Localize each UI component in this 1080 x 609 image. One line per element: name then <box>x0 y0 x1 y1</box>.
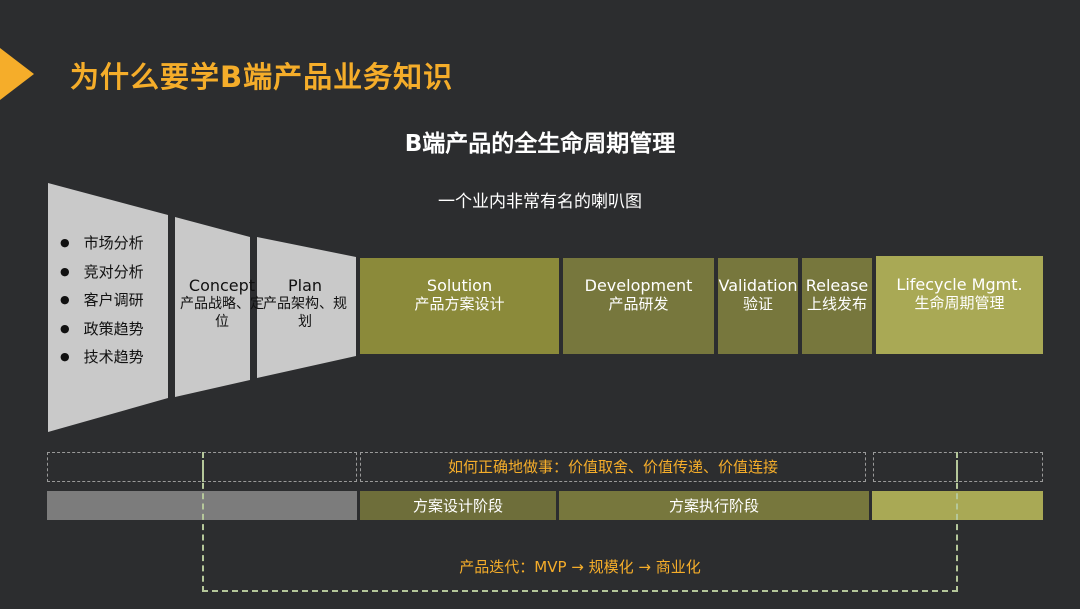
iteration-loop-left-top <box>202 452 204 482</box>
stage-en: Lifecycle Mgmt. <box>896 275 1023 294</box>
diagram-subtitle: 一个业内非常有名的喇叭图 <box>438 192 642 212</box>
stage-cn: 产品研发 <box>608 295 669 313</box>
research-list: 市场分析 竞对分析 客户调研 政策趋势 技术趋势 <box>60 232 144 375</box>
phase-bar-execution: 方案执行阶段 <box>559 491 869 520</box>
plan-cn: 产品架构、规划 <box>263 296 347 330</box>
stage-en: Solution <box>426 276 493 295</box>
list-item: 客户调研 <box>60 289 144 318</box>
concept-en: Concept <box>188 276 256 295</box>
stage-en: Validation <box>718 276 798 295</box>
stage-lifecycle: Lifecycle Mgmt. 生命周期管理 <box>876 256 1043 354</box>
stage-cn: 上线发布 <box>806 295 867 313</box>
diagram-title: B端产品的全生命周期管理 <box>404 131 676 157</box>
stage-cn: 验证 <box>742 295 773 313</box>
funnel-plan-shape <box>257 237 356 378</box>
concept-cn: 产品战略、定位 <box>180 296 264 330</box>
list-item: 市场分析 <box>60 232 144 261</box>
phase-bar-design: 方案设计阶段 <box>360 491 556 520</box>
funnel-concept-shape <box>175 217 250 397</box>
list-item: 竞对分析 <box>60 261 144 290</box>
list-item: 技术趋势 <box>60 346 144 375</box>
stage-solution: Solution 产品方案设计 <box>360 258 559 354</box>
page-title: 为什么要学B端产品业务知识 <box>70 60 454 94</box>
iteration-text: 产品迭代：MVP → 规模化 → 商业化 <box>459 558 701 576</box>
plan-label: Plan 产品架构、规划 <box>262 277 348 331</box>
stage-en: Release <box>805 276 869 295</box>
phase-design-label: 方案设计阶段 <box>412 497 503 515</box>
how-to-do-text: 如何正确地做事：价值取舍、价值传递、价值连接 <box>447 458 778 476</box>
dashed-box-right <box>873 452 1043 482</box>
phase-execution-label: 方案执行阶段 <box>668 497 759 515</box>
plan-en: Plan <box>287 276 323 295</box>
stage-en: Development <box>584 276 693 295</box>
stage-development: Development 产品研发 <box>563 258 714 354</box>
title-arrow-icon <box>0 48 34 100</box>
iteration-loop <box>202 452 958 592</box>
stage-cn: 产品方案设计 <box>414 295 505 313</box>
stage-validation: Validation 验证 <box>718 258 798 354</box>
stage-cn: 生命周期管理 <box>914 294 1005 312</box>
stage-release: Release 上线发布 <box>802 258 872 354</box>
concept-label: Concept 产品战略、定位 <box>176 277 268 331</box>
list-item: 政策趋势 <box>60 318 144 347</box>
dashed-box-center <box>360 452 866 482</box>
iteration-loop-right-top <box>956 452 958 482</box>
